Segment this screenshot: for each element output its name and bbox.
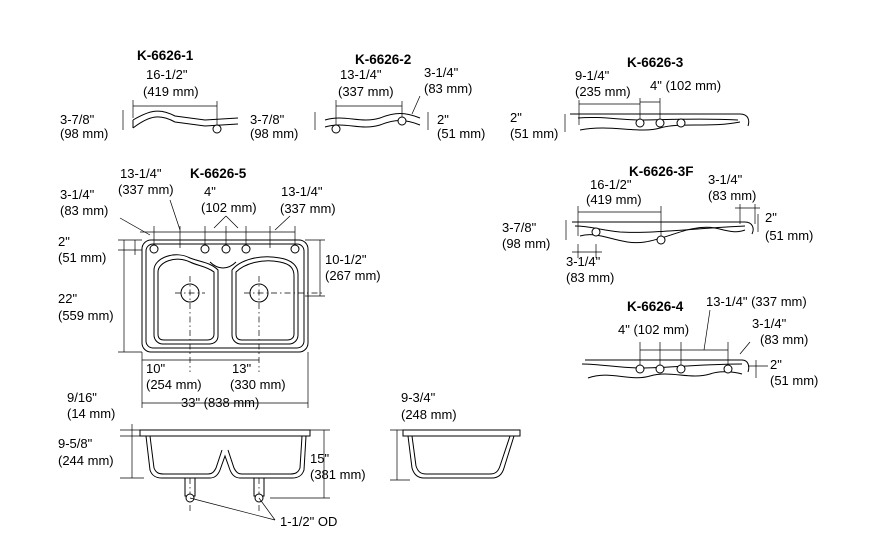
dim-k6626-1-height-mm: (98 mm) <box>60 126 108 141</box>
sink-outline <box>141 239 309 353</box>
faucet-hole-1 <box>635 364 645 374</box>
dim-k6626-2-height-mm: (98 mm) <box>250 126 298 141</box>
dim-k6626-1-width-mm: (419 mm) <box>143 84 199 99</box>
dim-k6626-3-spacing: 4" (102 mm) <box>650 78 721 93</box>
dim-k6626-5-h-mm: (254 mm) <box>146 377 202 392</box>
dim-drain-od: 1-1/2" OD <box>280 514 337 529</box>
dim-depth-in: 9-5/8" <box>58 436 93 451</box>
faucet-hole-2 <box>655 118 665 128</box>
dim-k6626-5-c-in: 4" <box>204 184 216 199</box>
dim-k6626-2-rim-in: 2" <box>437 112 449 127</box>
faucet-hole-2 <box>655 364 665 374</box>
dim-k6626-3f-rim-in: 2" <box>765 210 777 225</box>
dim-k6626-3f-b-in: 3-1/4" <box>566 254 601 269</box>
dim-rim-in: 9/16" <box>67 390 97 405</box>
profile-k6626-1: K-6626-1 16-1/2" (419 mm) 3-7/8" (98 mm) <box>60 48 239 141</box>
dim-k6626-3f-width-mm: (419 mm) <box>586 192 642 207</box>
faucet-hole-1 <box>149 244 159 254</box>
faucet-hole-4 <box>241 244 251 254</box>
faucet-hole-5 <box>290 244 300 254</box>
dim-k6626-4-spacing: 4" (102 mm) <box>618 322 689 337</box>
profile-k6626-2: K-6626-2 13-1/4" (337 mm) 3-1/4" (83 mm)… <box>250 52 485 141</box>
model-label-k6626-4: K-6626-4 <box>627 299 684 314</box>
dim-k6626-5-f-in: 10-1/2" <box>325 252 367 267</box>
dim-k6626-1-width-in: 16-1/2" <box>146 67 188 82</box>
dim-k6626-5-d-in: 13-1/4" <box>281 184 323 199</box>
dim-k6626-3f-rim-mm: (51 mm) <box>765 228 813 243</box>
model-label-k6626-5: K-6626-5 <box>190 166 247 181</box>
faucet-hole-3 <box>676 364 686 374</box>
dim-k6626-5-d-mm: (337 mm) <box>280 201 336 216</box>
dim-rim-mm: (14 mm) <box>67 406 115 421</box>
dim-k6626-4-rim-mm: (51 mm) <box>770 373 818 388</box>
dim-k6626-4-b-in: 3-1/4" <box>752 316 787 331</box>
dim-full-in: 15" <box>310 451 329 466</box>
model-label-k6626-3: K-6626-3 <box>627 55 684 70</box>
dim-full-mm: (381 mm) <box>310 467 366 482</box>
faucet-hole-1 <box>331 124 341 134</box>
dim-k6626-2-spacing-in: 3-1/4" <box>424 65 459 80</box>
dim-k6626-3f-spacing-mm: (83 mm) <box>708 188 756 203</box>
dim-k6626-5-i-in: 13" <box>232 361 251 376</box>
dim-k6626-5-a-mm: (337 mm) <box>118 182 174 197</box>
dim-k6626-5-total: 33" (838 mm) <box>181 395 259 410</box>
profile-k6626-3f: K-6626-3F 16-1/2" (419 mm) 3-1/4" (83 mm… <box>502 164 813 285</box>
dim-k6626-4-a: 13-1/4" (337 mm) <box>706 294 807 309</box>
dim-k6626-5-b-in: 3-1/4" <box>60 187 95 202</box>
model-label-k6626-2: K-6626-2 <box>355 52 411 67</box>
dim-k6626-3f-spacing-in: 3-1/4" <box>708 172 743 187</box>
dim-k6626-3f-height-in: 3-7/8" <box>502 220 537 235</box>
dim-k6626-5-e-in: 2" <box>58 234 70 249</box>
dim-k6626-2-height-in: 3-7/8" <box>250 112 285 127</box>
dim-k6626-3-width-mm: (235 mm) <box>575 84 631 99</box>
dim-k6626-5-a-in: 13-1/4" <box>120 166 162 181</box>
dim-end-in: 9-3/4" <box>401 390 436 405</box>
dim-k6626-5-e-mm: (51 mm) <box>58 250 106 265</box>
dim-k6626-5-b-mm: (83 mm) <box>60 203 108 218</box>
dim-k6626-2-spacing-mm: (83 mm) <box>424 81 472 96</box>
faucet-hole-2 <box>200 244 210 254</box>
dim-k6626-3f-b-mm: (83 mm) <box>566 270 614 285</box>
dim-k6626-3-height-in: 2" <box>510 110 522 125</box>
dim-k6626-2-width-in: 13-1/4" <box>340 67 382 82</box>
dim-k6626-4-b-mm: (83 mm) <box>760 332 808 347</box>
plan-view-k6626-5: K-6626-5 13-1/4" (337 mm) 3-1/4" (83 mm)… <box>58 166 381 410</box>
faucet-hole-1 <box>591 227 601 237</box>
faucet-hole-1 <box>635 118 645 128</box>
faucet-hole-3 <box>676 118 686 128</box>
dim-k6626-3-width-in: 9-1/4" <box>575 68 610 83</box>
model-label-k6626-3f: K-6626-3F <box>629 164 694 179</box>
faucet-hole-1 <box>212 124 222 134</box>
dim-k6626-5-i-mm: (330 mm) <box>230 377 286 392</box>
dim-depth-mm: (244 mm) <box>58 453 114 468</box>
profile-k6626-3: K-6626-3 9-1/4" (235 mm) 4" (102 mm) 2" … <box>510 55 750 141</box>
dim-k6626-3f-width-in: 16-1/2" <box>590 177 632 192</box>
right-bowl <box>231 256 299 345</box>
dim-end-mm: (248 mm) <box>401 407 457 422</box>
dim-k6626-3f-height-mm: (98 mm) <box>502 236 550 251</box>
profile-k6626-4: K-6626-4 13-1/4" (337 mm) 4" (102 mm) 3-… <box>581 294 818 388</box>
dim-k6626-5-g-in: 22" <box>58 291 77 306</box>
faucet-hole-2 <box>656 235 666 245</box>
dim-k6626-5-h-in: 10" <box>146 361 165 376</box>
model-label-k6626-1: K-6626-1 <box>137 48 194 63</box>
dim-k6626-4-rim-in: 2" <box>770 357 782 372</box>
faucet-hole-3 <box>221 244 231 254</box>
end-section-view: 9-3/4" (248 mm) <box>390 390 521 481</box>
dim-k6626-5-f-mm: (267 mm) <box>325 268 381 283</box>
dim-k6626-5-c-mm: (102 mm) <box>201 200 257 215</box>
front-section-view: 9/16" (14 mm) 9-5/8" (244 mm) 15" (381 m… <box>58 390 366 529</box>
dim-k6626-1-height-in: 3-7/8" <box>60 112 95 127</box>
faucet-hole-2 <box>397 116 407 126</box>
dim-k6626-5-g-mm: (559 mm) <box>58 308 114 323</box>
dim-k6626-2-width-mm: (337 mm) <box>338 84 394 99</box>
dim-k6626-3-height-mm: (51 mm) <box>510 126 558 141</box>
dim-k6626-2-rim-mm: (51 mm) <box>437 126 485 141</box>
faucet-hole-4 <box>723 364 733 374</box>
left-bowl <box>153 254 219 345</box>
